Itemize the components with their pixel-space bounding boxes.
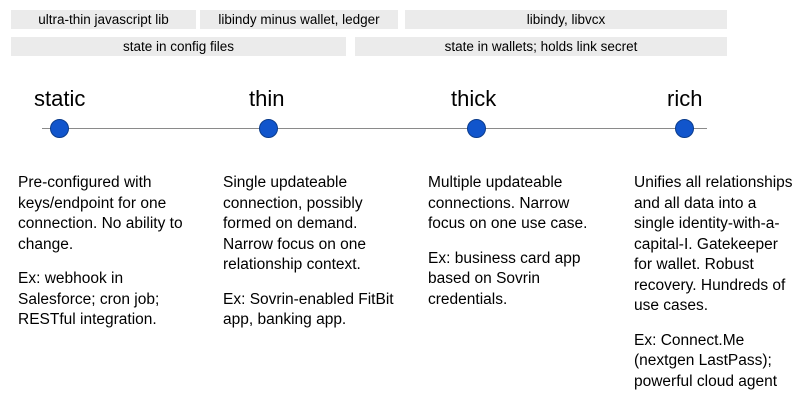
stage-description-text: Unifies all relationships and all data i… — [634, 174, 793, 314]
bar-ultra-thin-js-lib: ultra-thin javascript lib — [11, 10, 196, 29]
stage-desc-thick: Multiple updateable connections. Narrow … — [428, 173, 593, 310]
stage-label-rich: rich — [667, 86, 703, 111]
bar-libindy-minus-wallet: libindy minus wallet, ledger — [200, 10, 398, 29]
stage-dot-rich — [675, 119, 694, 138]
bar-libindy-libvcx: libindy, libvcx — [405, 10, 727, 29]
stage-description-text: Multiple updateable connections. Narrow … — [428, 174, 588, 232]
stage-dot-static — [50, 119, 69, 138]
spectrum-axis — [42, 128, 707, 129]
stage-description-text: Pre-configured with keys/endpoint for on… — [18, 174, 183, 253]
stage-example-text: Ex: business card app based on Sovrin cr… — [428, 249, 581, 308]
stage-example-text: Ex: webhook in Salesforce; cron job; RES… — [18, 270, 160, 328]
stage-dot-thin — [259, 119, 278, 138]
stage-example-text: Ex: Sovrin-enabled FitBit app, banking a… — [223, 290, 394, 329]
stage-dot-thick — [467, 119, 486, 138]
bar-state-in-wallets: state in wallets; holds link secret — [355, 37, 727, 56]
stage-label-static: static — [34, 86, 86, 111]
stage-description-text: Single updateable connection, possibly f… — [223, 174, 367, 273]
stage-desc-thin: Single updateable connection, possibly f… — [223, 173, 398, 331]
stage-label-thin: thin — [249, 86, 285, 111]
stage-desc-static: Pre-configured with keys/endpoint for on… — [18, 173, 188, 331]
stage-label-thick: thick — [451, 86, 497, 111]
stage-desc-rich: Unifies all relationships and all data i… — [634, 173, 800, 392]
bar-state-in-config-files: state in config files — [11, 37, 346, 56]
stage-example-text: Ex: Connect.Me (nextgen LastPass); power… — [634, 331, 778, 390]
